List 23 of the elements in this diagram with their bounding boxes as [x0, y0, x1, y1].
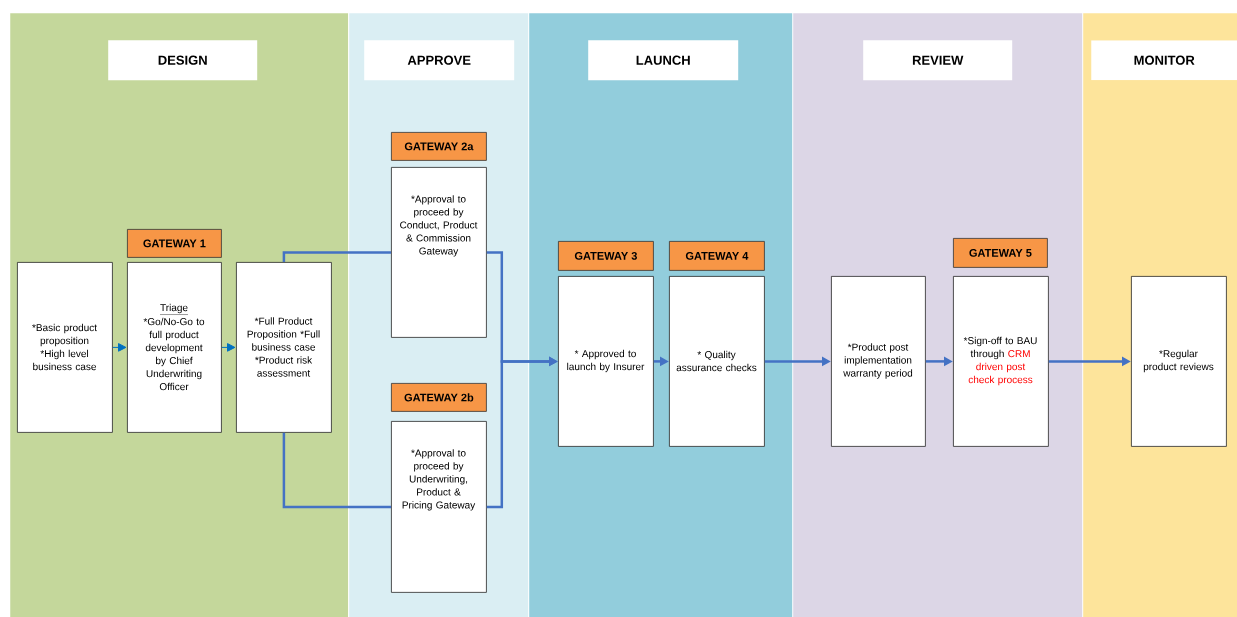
- gateway-label: GATEWAY 3: [558, 241, 654, 271]
- process-box: *Approval to proceed by Conduct, Product & Commission Gateway: [391, 167, 487, 338]
- process-box: *Product post implementation warranty period: [831, 276, 926, 447]
- gateway-label: GATEWAY 2a: [391, 132, 487, 161]
- gateway-label: GATEWAY 5: [953, 238, 1048, 268]
- gateway-label: GATEWAY 1: [127, 229, 222, 258]
- phase-header: MONITOR: [1091, 40, 1237, 81]
- process-box: *Approval to proceed by Underwriting, Product & Pricing Gateway: [391, 421, 487, 593]
- arrow: [112, 343, 127, 352]
- phase-header: APPROVE: [364, 40, 515, 81]
- gateway-label: GATEWAY 4: [669, 241, 765, 271]
- gateway-label: GATEWAY 2b: [391, 383, 487, 412]
- process-box: * Approved to launch by Insurer: [558, 276, 654, 447]
- process-box: *Sign-off to BAU through CRM driven post check process: [953, 276, 1049, 447]
- process-box: * Quality assurance checks: [669, 276, 765, 447]
- phase-header: REVIEW: [863, 40, 1013, 81]
- process-box: Triage *Go/No-Go to full product development by Chief Underwriting Officer: [127, 262, 222, 433]
- phase-header: LAUNCH: [588, 40, 739, 81]
- process-box: *Full Product Proposition *Full business case *Product risk assessment: [236, 262, 332, 433]
- phase-header: DESIGN: [108, 40, 258, 81]
- process-box: *Regular product reviews: [1131, 276, 1227, 447]
- arrow: [221, 343, 236, 352]
- process-box: *Basic product proposition *High level business case: [17, 262, 113, 433]
